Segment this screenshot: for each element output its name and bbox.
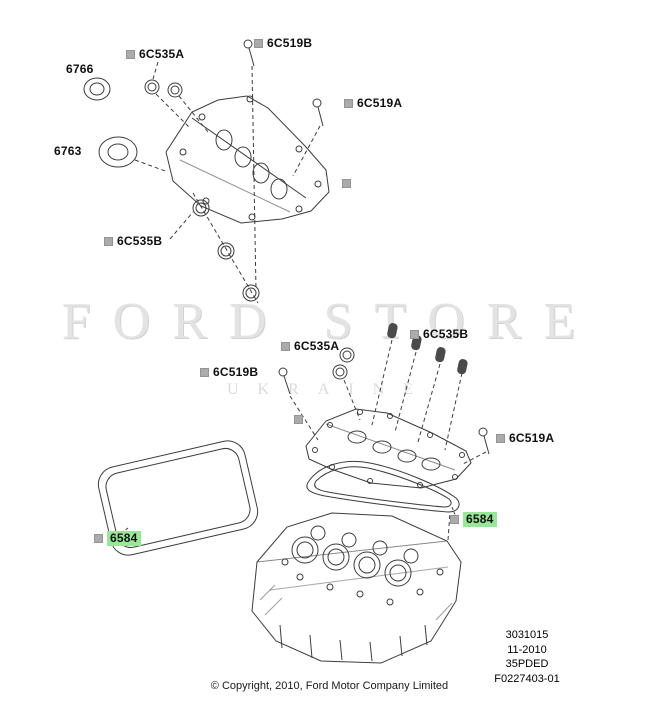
part-number-label: 6C535A — [139, 47, 185, 61]
part-marker-icon — [496, 434, 505, 444]
document-info: 3031015 11-2010 35PDED F0227403-01 — [472, 628, 582, 686]
grommet-chain-left — [169, 192, 260, 304]
doc-ref: F0227403-01 — [494, 672, 560, 685]
callout-6C519A-lower[interactable]: 6C519A — [496, 431, 555, 445]
part-marker-icon — [344, 99, 353, 109]
seal-6763 — [98, 136, 169, 173]
part-marker-icon — [104, 237, 113, 247]
part-number-label: 6C535B — [117, 234, 163, 248]
seal-grommets-mid — [332, 347, 361, 421]
ring-6766 — [83, 77, 111, 101]
callout-6C519B-mid[interactable]: 6C519B — [200, 365, 259, 379]
part-number-label: 6584 — [463, 512, 497, 528]
callout-6766[interactable]: 6766 — [66, 62, 94, 76]
part-marker-icon — [200, 368, 209, 378]
valve-cover-top — [165, 95, 330, 224]
part-marker-icon — [281, 342, 290, 352]
part-number-label: 6C519B — [267, 36, 313, 50]
part-number-label: 6584 — [107, 531, 141, 547]
bolt-6C519B-top — [243, 39, 257, 291]
seal-grommets-top — [144, 61, 209, 133]
callout-6C519B-top[interactable]: 6C519B — [254, 36, 313, 50]
doc-number: 3031015 — [505, 629, 549, 641]
doc-code: 35PDED — [505, 658, 549, 671]
part-marker-icon — [254, 39, 263, 49]
bolt-6C519A-upper — [292, 98, 324, 177]
bolt-6C519B-mid — [278, 367, 319, 441]
part-marker-icon — [94, 534, 103, 544]
part-number-label: 6C519B — [213, 365, 259, 379]
part-number-label: 6C519A — [357, 96, 403, 110]
part-number-label: 6C519A — [509, 431, 555, 445]
part-marker-icon — [410, 330, 419, 340]
gasket-right — [306, 460, 460, 518]
callout-6C519A-upper[interactable]: 6C519A — [344, 96, 403, 110]
part-number-label: 6766 — [66, 62, 94, 76]
callout-6763[interactable]: 6763 — [54, 144, 82, 158]
engine-block — [251, 511, 462, 664]
callout-6C535A-top[interactable]: 6C535A — [126, 47, 185, 61]
doc-date: 11-2010 — [507, 643, 547, 656]
valve-cover-right — [305, 408, 472, 489]
callout-6584-right[interactable]: 6584 — [450, 512, 497, 528]
anchor-marker-icon — [342, 179, 351, 188]
part-marker-icon — [126, 50, 135, 60]
part-number-label: 6763 — [54, 144, 82, 158]
callout-6C535B-left[interactable]: 6C535B — [104, 234, 163, 248]
callout-6C535B-right[interactable]: 6C535B — [410, 327, 469, 341]
bolt-6C519A-lower — [462, 427, 490, 465]
part-marker-icon — [450, 515, 459, 525]
anchor-marker-icon — [294, 415, 303, 424]
part-number-label: 6C535B — [423, 327, 469, 341]
part-number-label: 6C535A — [294, 339, 340, 353]
copyright-text: © Copyright, 2010, Ford Motor Company Li… — [210, 680, 449, 692]
callout-6584-left[interactable]: 6584 — [94, 531, 141, 547]
bushings-right — [371, 323, 468, 451]
callout-6C535A-mid[interactable]: 6C535A — [281, 339, 340, 353]
